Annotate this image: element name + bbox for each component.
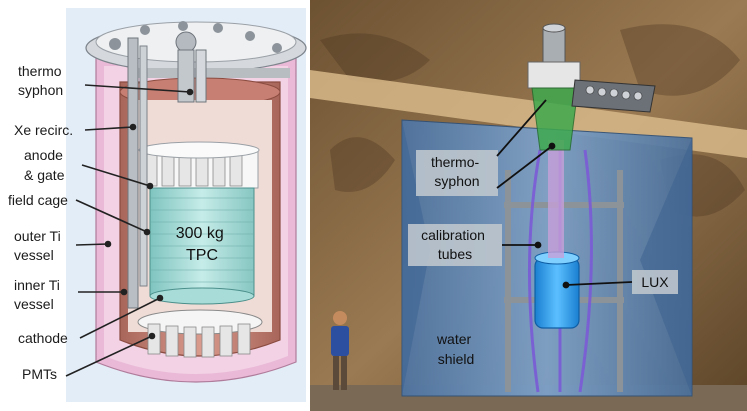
leader-anode-gate bbox=[81, 164, 151, 187]
left-leader-lines bbox=[65, 84, 194, 377]
label-thermo-syphon: thermo syphon bbox=[18, 63, 65, 98]
left-panel: thermo syphon Xe recirc. anode & gate fi… bbox=[0, 0, 307, 411]
left-labels: thermo syphon Xe recirc. anode & gate fi… bbox=[8, 63, 229, 382]
top-pmt-array bbox=[138, 141, 260, 189]
label-pmts: PMTs bbox=[22, 366, 57, 382]
leader-outer-ti-vessel bbox=[75, 243, 109, 246]
lux-detector bbox=[534, 140, 580, 329]
bottom-pmt-array bbox=[137, 309, 263, 358]
label-inner-ti-vessel: inner Ti vessel bbox=[14, 277, 64, 312]
label-box-lux bbox=[632, 270, 678, 294]
leader-pmts bbox=[65, 335, 153, 377]
label-water-shield: water shield bbox=[436, 331, 475, 367]
label-outer-ti-vessel: outer Ti vessel bbox=[14, 228, 65, 263]
label-box-thermosyphon bbox=[416, 150, 498, 196]
leader-cathode bbox=[79, 297, 161, 339]
label-tpc: 300 kg TPC bbox=[176, 225, 229, 264]
right-panel: thermo- syphon calibration tubes LUX wat… bbox=[310, 0, 747, 411]
leader-thermo-syphon bbox=[84, 84, 191, 93]
label-anode-gate: anode & gate bbox=[24, 147, 67, 183]
right-labels: thermo- syphon calibration tubes LUX wat… bbox=[408, 150, 678, 367]
label-box-calibration-tubes bbox=[408, 224, 502, 266]
label-field-cage: field cage bbox=[8, 192, 68, 208]
leader-thermosyphon-lower bbox=[496, 145, 553, 189]
person-figure bbox=[331, 311, 349, 390]
label-lux: LUX bbox=[641, 274, 669, 290]
label-xe-recirc: Xe recirc. bbox=[14, 122, 73, 138]
label-thermosyphon: thermo- syphon bbox=[431, 154, 483, 189]
leader-thermosyphon-upper bbox=[496, 99, 547, 157]
leader-field-cage bbox=[75, 199, 148, 233]
leader-lux bbox=[565, 281, 633, 286]
right-leader-lines bbox=[496, 99, 633, 289]
leader-xe-recirc bbox=[84, 126, 134, 131]
label-calibration-tubes: calibration tubes bbox=[421, 227, 489, 262]
label-cathode: cathode bbox=[18, 330, 68, 346]
tpc-field-cage bbox=[149, 187, 255, 305]
